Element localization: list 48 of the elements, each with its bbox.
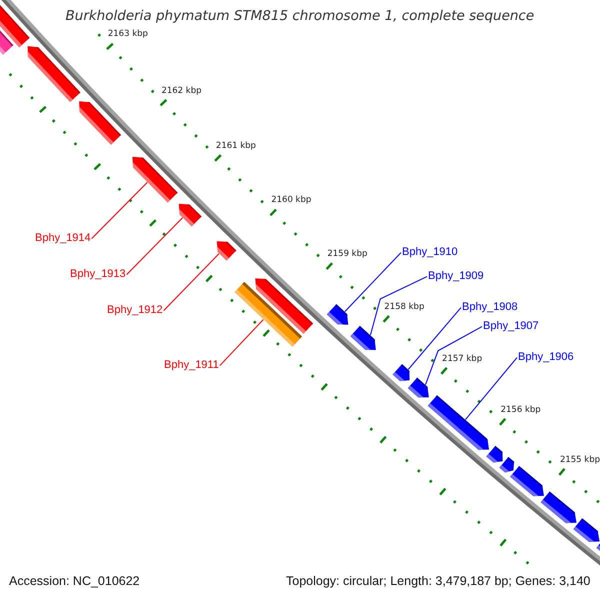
gene-block	[178, 204, 202, 226]
gene-block	[392, 364, 410, 382]
leader-line	[425, 326, 482, 386]
scale-label: 2157 kbp	[442, 354, 482, 364]
gene-label: Bphy_1912	[107, 304, 163, 318]
gene-bar	[234, 282, 302, 347]
gene-label: Bphy_1910	[402, 246, 458, 260]
leader-line	[464, 357, 518, 420]
gene-bar	[0, 5, 30, 48]
leader-line	[163, 253, 220, 312]
scale-label: 2161 kbp	[216, 140, 256, 152]
gene-label: Bphy_1907	[483, 320, 539, 334]
gene-block	[499, 456, 514, 472]
gene-block	[326, 304, 348, 325]
gene-block	[428, 395, 490, 450]
gene-block	[573, 518, 600, 542]
scale-label: 2155 kbp	[560, 454, 600, 466]
gene-block	[408, 378, 429, 398]
title: Burkholderia phymatum STM815 chromosome 1, complete sequence	[66, 8, 534, 24]
scale-label: 2160 kbp	[271, 195, 312, 206]
leader-line	[126, 217, 184, 276]
gene-label: Bphy_1906	[518, 351, 574, 364]
gene-block	[79, 101, 122, 145]
leader-line	[219, 319, 264, 366]
footer-text: Topology: circular; Length: 3,479,187 bp; Genes: 3,140	[286, 574, 590, 589]
gene-label: Bphy_1908	[462, 301, 518, 314]
leader-line	[344, 252, 402, 312]
footer-text: Accession: NC_010622	[9, 574, 140, 589]
scale-label: 2163 kbp	[108, 29, 148, 40]
gene-block	[216, 241, 236, 261]
gene-label: Bphy_1911	[164, 359, 219, 372]
scale-label: 2158 kbp	[384, 302, 424, 312]
scale-label: 2159 kbp	[327, 249, 368, 260]
gene-block	[486, 446, 503, 463]
gene-block	[350, 326, 376, 350]
gene-block	[510, 466, 544, 496]
gene-block	[28, 46, 80, 102]
gene-label: Bphy_1913	[70, 268, 126, 282]
gene-block	[132, 156, 178, 203]
leader-line	[408, 307, 462, 370]
gene-label: Bphy_1914	[35, 232, 91, 246]
scale-label: 2162 kbp	[161, 86, 202, 96]
leader-line	[91, 182, 148, 240]
gene-block	[540, 492, 577, 524]
gene-bar	[596, 543, 600, 551]
scale-label: 2156 kbp	[500, 404, 541, 415]
gene-label: Bphy_1909	[428, 270, 484, 284]
leader-line	[370, 276, 428, 336]
